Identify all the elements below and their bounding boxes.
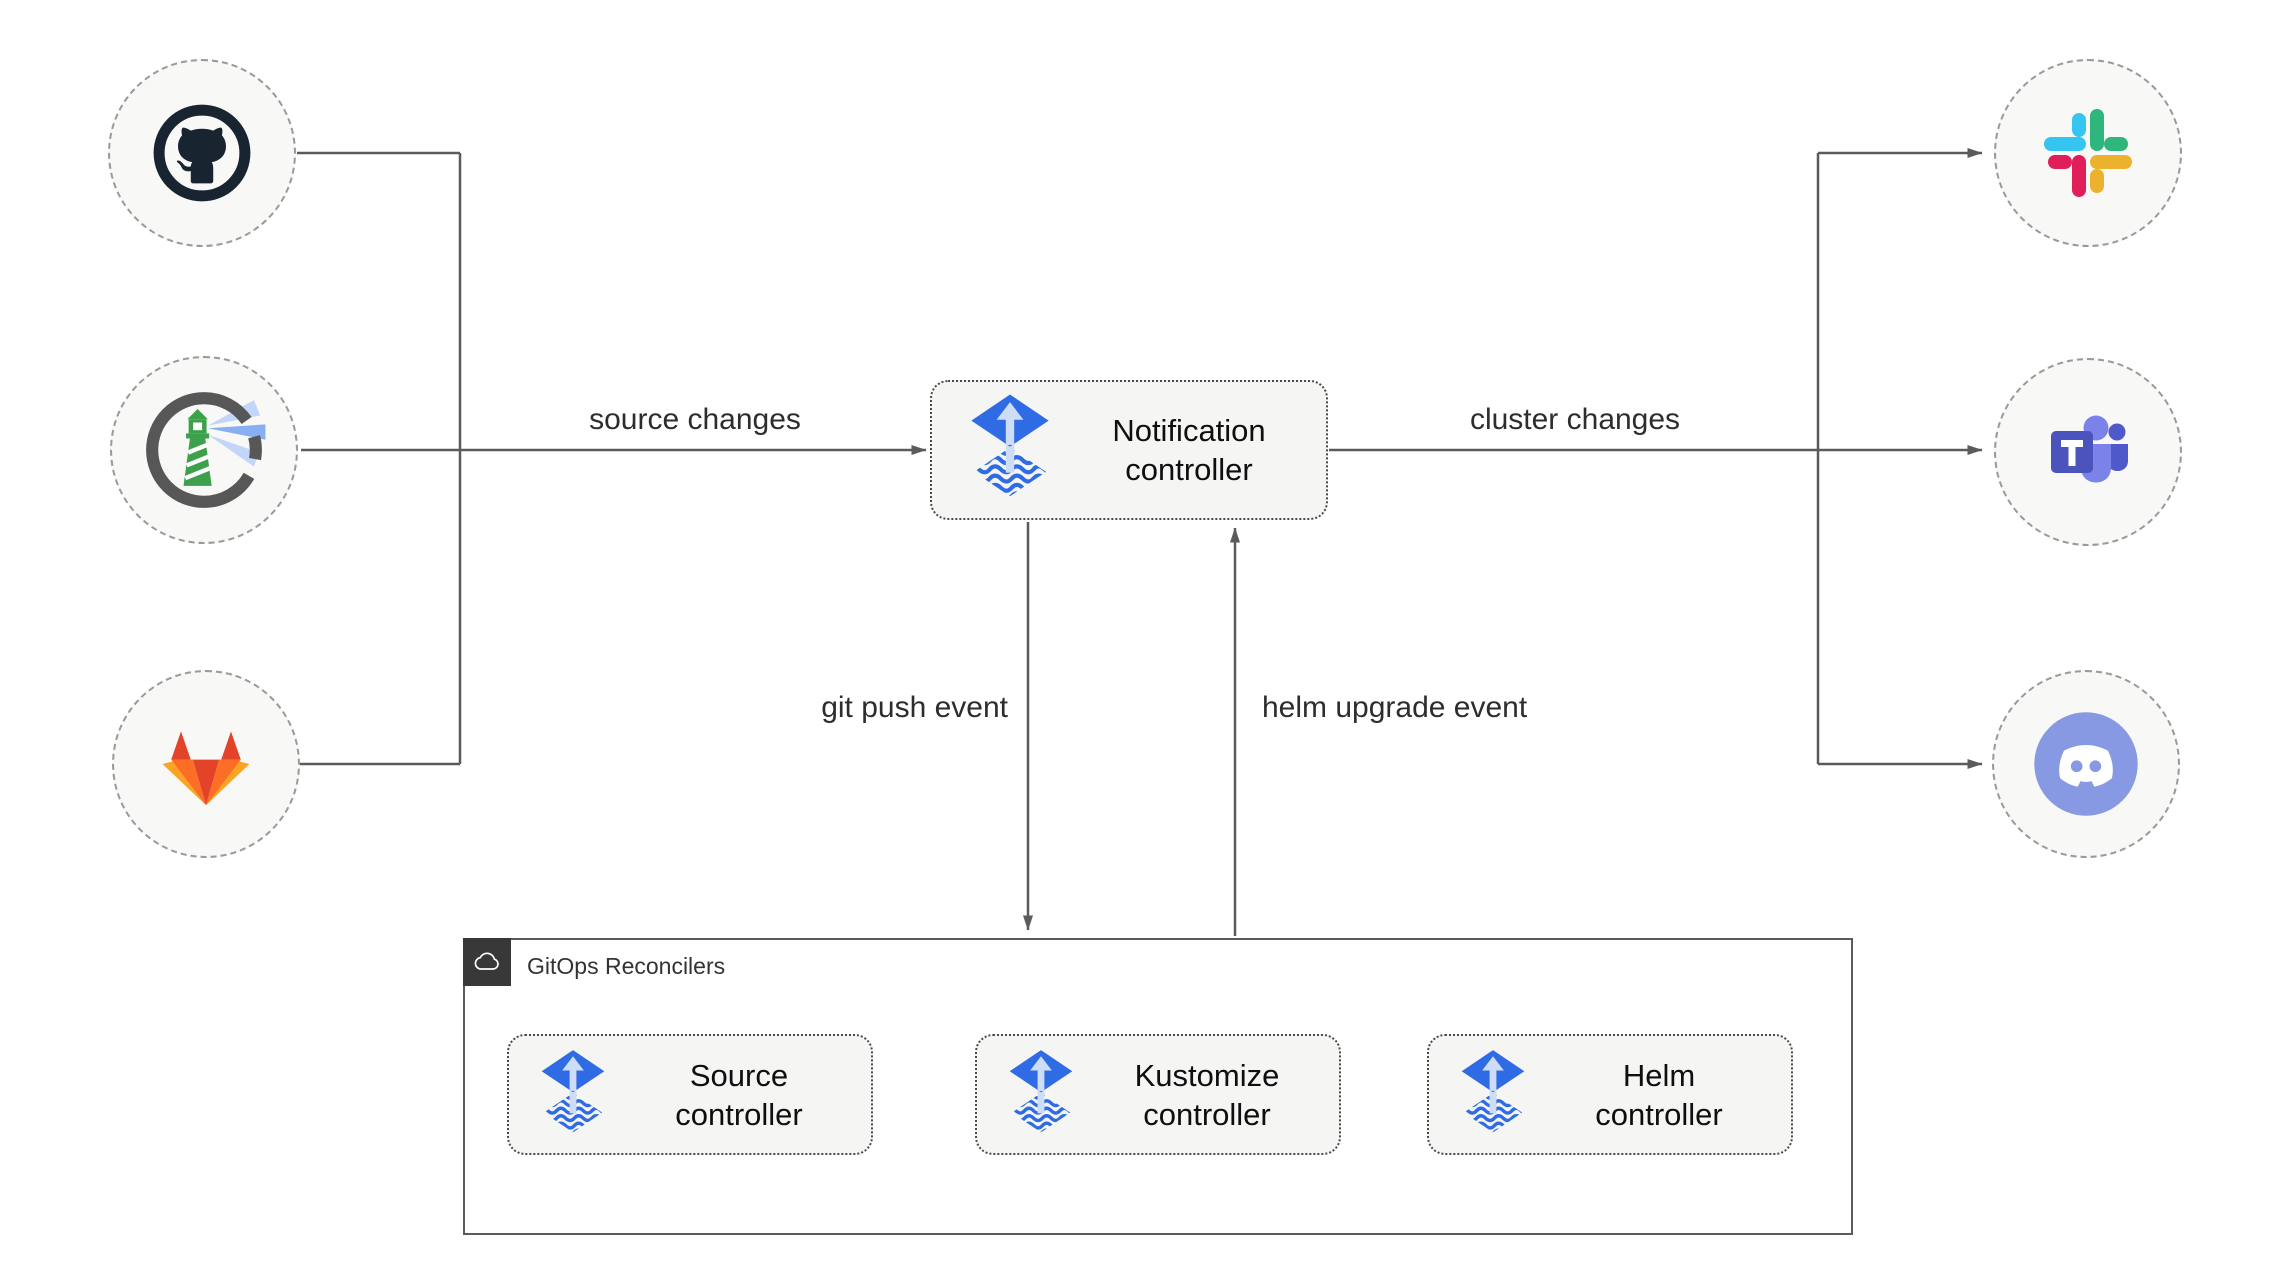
edge-label-helm-upgrade-event: helm upgrade event bbox=[1262, 691, 1528, 724]
edge-label-git-push-event: git push event bbox=[821, 691, 1008, 724]
gitops-reconcilers-group: GitOps Reconcilers Source controller Kus… bbox=[463, 938, 1853, 1235]
helm-controller-box: Helm controller bbox=[1427, 1034, 1793, 1155]
source-controller-box: Source controller bbox=[507, 1034, 873, 1155]
teams-icon bbox=[2051, 415, 2128, 483]
flux-icon bbox=[539, 1050, 607, 1140]
gitlab-icon bbox=[162, 731, 250, 806]
teams-node bbox=[1994, 358, 2182, 546]
edge-label-source-changes: source changes bbox=[589, 403, 801, 436]
github-icon bbox=[153, 104, 251, 202]
gitlab-node bbox=[112, 670, 300, 858]
edge-label-cluster-changes: cluster changes bbox=[1469, 403, 1681, 436]
group-title: GitOps Reconcilers bbox=[527, 953, 726, 979]
harbor-icon bbox=[146, 392, 266, 508]
github-node bbox=[108, 59, 296, 247]
slack-icon bbox=[2044, 109, 2132, 197]
kustomize-controller-box: Kustomize controller bbox=[975, 1034, 1341, 1155]
discord-icon bbox=[2034, 712, 2138, 816]
harbor-node bbox=[110, 356, 298, 544]
slack-node bbox=[1994, 59, 2182, 247]
flux-icon bbox=[968, 394, 1052, 506]
flux-icon bbox=[1459, 1050, 1527, 1140]
notification-controller-label: Notification controller bbox=[1112, 413, 1266, 487]
kustomize-controller-label: Kustomize controller bbox=[1134, 1057, 1280, 1132]
notification-controller-box: Notification controller bbox=[930, 380, 1328, 520]
group-header-square bbox=[463, 938, 511, 986]
flux-icon bbox=[1007, 1050, 1075, 1140]
source-controller-label: Source controller bbox=[675, 1057, 803, 1132]
helm-controller-label: Helm controller bbox=[1595, 1057, 1723, 1132]
discord-node bbox=[1992, 670, 2180, 858]
cloud-icon bbox=[474, 952, 499, 970]
